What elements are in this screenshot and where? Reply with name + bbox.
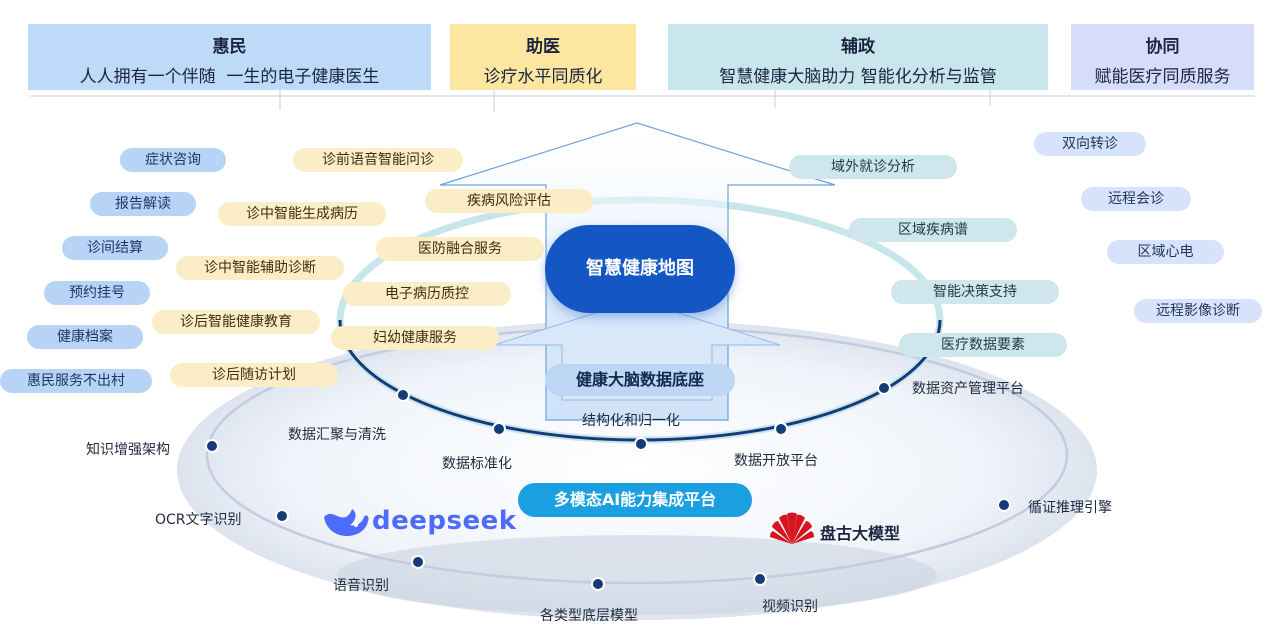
data-ring-label: 数据开放平台 <box>734 453 818 469</box>
service-pill: 预约挂号 <box>44 281 150 305</box>
service-pill: 诊间结算 <box>62 236 168 260</box>
doctor-service-pill: 诊后随访计划 <box>170 363 338 387</box>
xietong-subtitle: 赋能医疗同质服务 <box>1094 67 1231 87</box>
mid-service-pill: 医防融合服务 <box>376 237 544 261</box>
xietong-box: 协同 赋能医疗同质服务 <box>1071 24 1254 90</box>
ai-ring-label: OCR文字识别 <box>155 512 242 528</box>
gov-service-pill: 智能决策支持 <box>891 280 1059 304</box>
gov-service-pill: 区域疾病谱 <box>849 218 1017 242</box>
ring-node <box>492 422 506 436</box>
ring-node <box>877 381 891 395</box>
ai-ring-node <box>411 555 425 569</box>
doctor-service-pill: 诊中智能辅助诊断 <box>176 256 344 280</box>
mid-service-pill: 电子病历质控 <box>343 282 511 306</box>
data-ring-label: 结构化和归一化 <box>582 413 680 429</box>
pangu-wordmark: 盘古大模型 <box>820 524 901 543</box>
deepseek-whale-icon <box>324 509 369 537</box>
ring-node <box>396 388 410 402</box>
health-map-pill: 智慧健康地图 <box>545 225 735 313</box>
service-pill: 惠民服务不出村 <box>0 369 152 393</box>
collab-service-pill: 双向转诊 <box>1034 132 1146 156</box>
deepseek-wordmark: deepseek <box>372 506 517 536</box>
doctor-service-pill: 诊中智能生成病历 <box>218 202 386 226</box>
data-ring-label: 数据资产管理平台 <box>912 381 1024 397</box>
doctor-service-pill: 诊后智能健康教育 <box>152 310 320 334</box>
ai-ring-label: 视频识别 <box>762 599 818 615</box>
doctor-service-pill: 诊前语音智能问诊 <box>293 148 463 172</box>
ai-ring-node <box>205 439 219 453</box>
ai-ring-label: 各类型底层模型 <box>540 608 638 624</box>
mid-service-pill: 疾病风险评估 <box>425 189 593 213</box>
collab-service-pill: 远程会诊 <box>1081 187 1191 211</box>
pangu-logo: 盘古大模型 <box>768 510 918 550</box>
ai-base-shadow <box>337 535 937 615</box>
huimin-subtitle: 人人拥有一个伴随 一生的电子健康医生 <box>79 67 380 87</box>
deepseek-logo: deepseek <box>320 503 516 543</box>
gov-service-pill: 医疗数据要素 <box>899 333 1067 357</box>
zhuyi-title: 助医 <box>526 37 560 57</box>
data-ring-label: 数据汇聚与清洗 <box>288 427 386 443</box>
ai-ring-node <box>997 498 1011 512</box>
fuzheng-title: 辅政 <box>841 37 875 57</box>
collab-service-pill: 区域心电 <box>1107 240 1224 264</box>
ai-ring-label: 知识增强架构 <box>86 442 170 458</box>
service-pill: 健康档案 <box>27 325 143 349</box>
data-ring-label: 数据标准化 <box>442 456 512 472</box>
zhuyi-box: 助医 诊疗水平同质化 <box>450 24 636 90</box>
ring-node <box>774 422 788 436</box>
service-pill: 报告解读 <box>90 192 196 216</box>
ai-ring-label: 语音识别 <box>333 578 389 594</box>
zhuyi-subtitle: 诊疗水平同质化 <box>483 67 603 87</box>
gov-service-pill: 域外就诊分析 <box>789 155 957 179</box>
ai-ring-node <box>275 509 289 523</box>
huimin-box: 惠民 人人拥有一个伴随 一生的电子健康医生 <box>28 24 431 90</box>
ai-ring-node <box>753 572 767 586</box>
ring-node <box>634 437 648 451</box>
huimin-title: 惠民 <box>212 37 247 57</box>
ai-ring-label: 循证推理引擎 <box>1028 500 1112 516</box>
ai-ring-node <box>591 577 605 591</box>
data-base-pill: 健康大脑数据底座 <box>545 364 735 396</box>
mid-service-pill: 妇幼健康服务 <box>331 326 499 350</box>
ai-platform-pill: 多模态AI能力集成平台 <box>518 483 752 517</box>
service-pill: 症状咨询 <box>120 148 226 172</box>
fuzheng-subtitle: 智慧健康大脑助力 智能化分析与监管 <box>719 67 997 87</box>
huawei-petal-icon <box>770 512 814 544</box>
fuzheng-box: 辅政 智慧健康大脑助力 智能化分析与监管 <box>668 24 1048 90</box>
collab-service-pill: 远程影像诊断 <box>1134 299 1262 323</box>
xietong-title: 协同 <box>1145 37 1180 57</box>
